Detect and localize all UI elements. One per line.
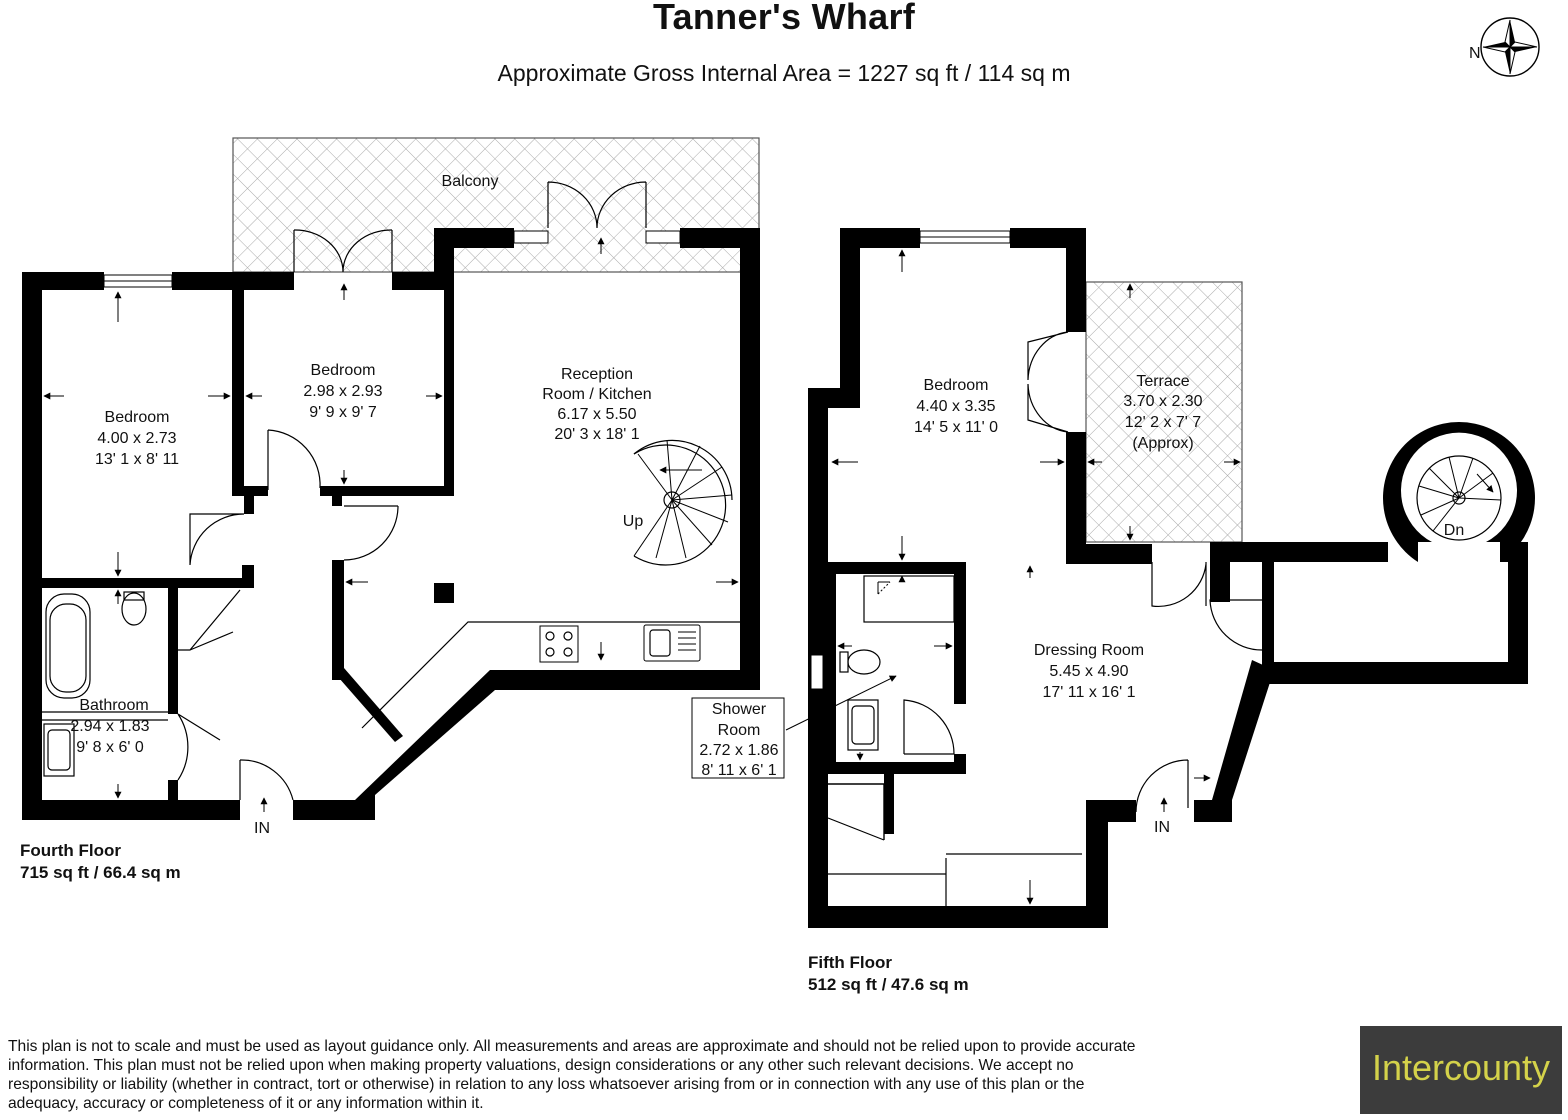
entrance-label-fifth: IN bbox=[1154, 819, 1170, 836]
room-imperial-bedroom-fifth: 14' 5 x 11' 0 bbox=[914, 419, 998, 436]
room-metric-shower: 2.72 x 1.86 bbox=[699, 742, 778, 759]
room-metric-dressing: 5.45 x 4.90 bbox=[1049, 663, 1128, 680]
room-metric-bedroom-north: 2.98 x 2.93 bbox=[303, 383, 382, 400]
room-metric-reception: 6.17 x 5.50 bbox=[557, 406, 636, 423]
room-metric-bathroom: 2.94 x 1.83 bbox=[70, 718, 149, 735]
room-imperial-bedroom-west: 13' 1 x 8' 11 bbox=[95, 451, 179, 468]
balcony-area bbox=[232, 137, 760, 273]
room-imperial-bedroom-north: 9' 9 x 9' 7 bbox=[309, 404, 377, 421]
intercounty-logo: Intercounty bbox=[1360, 1026, 1562, 1114]
disclaimer-text: This plan is not to scale and must be us… bbox=[8, 1038, 1136, 1112]
fourth-floor-area: 715 sq ft / 66.4 sq m bbox=[20, 863, 181, 882]
room-metric-bedroom-west: 4.00 x 2.73 bbox=[97, 430, 176, 447]
room-name-bedroom-west: Bedroom bbox=[105, 409, 170, 426]
room-name-dressing: Dressing Room bbox=[1034, 642, 1144, 659]
entrance-label-fourth: IN bbox=[254, 820, 270, 837]
room-name-terrace: Terrace bbox=[1136, 373, 1189, 390]
gross-area-subtitle: Approximate Gross Internal Area = 1227 s… bbox=[497, 60, 1071, 86]
fifth-floor-plan: Bedroom 4.40 x 3.35 14' 5 x 11' 0 Terrac… bbox=[691, 228, 1536, 928]
room-name-reception: Reception bbox=[561, 366, 633, 383]
stairs-down-label: Dn bbox=[1444, 522, 1464, 539]
fifth-floor-caption: Fifth Floor 512 sq ft / 47.6 sq m bbox=[808, 952, 969, 996]
room-imperial-terrace: 12' 2 x 7' 7 bbox=[1125, 414, 1201, 431]
room-name-shower-line2: Room bbox=[718, 722, 761, 739]
room-name-bedroom-north: Bedroom bbox=[311, 362, 376, 379]
room-metric-bedroom-fifth: 4.40 x 3.35 bbox=[916, 398, 995, 415]
room-imperial-reception: 20' 3 x 18' 1 bbox=[554, 426, 639, 443]
fourth-floor-plan: Bedroom 4.00 x 2.73 13' 1 x 8' 11 Bedroo… bbox=[22, 137, 760, 837]
stairs-up-label: Up bbox=[623, 513, 644, 530]
balcony-label: Balcony bbox=[442, 173, 499, 190]
room-imperial-bathroom: 9' 8 x 6' 0 bbox=[76, 739, 144, 756]
room-name-reception-line2: Room / Kitchen bbox=[542, 386, 651, 403]
fourth-floor-name: Fourth Floor bbox=[20, 841, 122, 860]
intercounty-logo-wordmark: Intercounty bbox=[1372, 1047, 1550, 1088]
terrace-area bbox=[1085, 281, 1243, 543]
room-name-shower: Shower bbox=[712, 701, 767, 718]
room-imperial-shower: 8' 11 x 6' 1 bbox=[701, 762, 776, 779]
plan-title: Tanner's Wharf bbox=[652, 0, 916, 37]
compass-north-label: N bbox=[1469, 45, 1481, 62]
spiral-stairs-down bbox=[1416, 455, 1502, 541]
room-metric-terrace: 3.70 x 2.30 bbox=[1123, 393, 1202, 410]
spiral-stairs-up bbox=[633, 439, 733, 566]
fourth-floor-caption: Fourth Floor 715 sq ft / 66.4 sq m bbox=[20, 840, 181, 884]
svg-text:Intercounty: Intercounty bbox=[1372, 1047, 1550, 1088]
compass-rose-icon bbox=[1480, 17, 1540, 77]
room-imperial-dressing: 17' 11 x 16' 1 bbox=[1043, 684, 1136, 701]
room-note-terrace: (Approx) bbox=[1132, 435, 1193, 452]
room-name-bathroom: Bathroom bbox=[79, 697, 148, 714]
fifth-floor-area: 512 sq ft / 47.6 sq m bbox=[808, 975, 969, 994]
fifth-floor-name: Fifth Floor bbox=[808, 953, 893, 972]
room-name-bedroom-fifth: Bedroom bbox=[924, 377, 989, 394]
